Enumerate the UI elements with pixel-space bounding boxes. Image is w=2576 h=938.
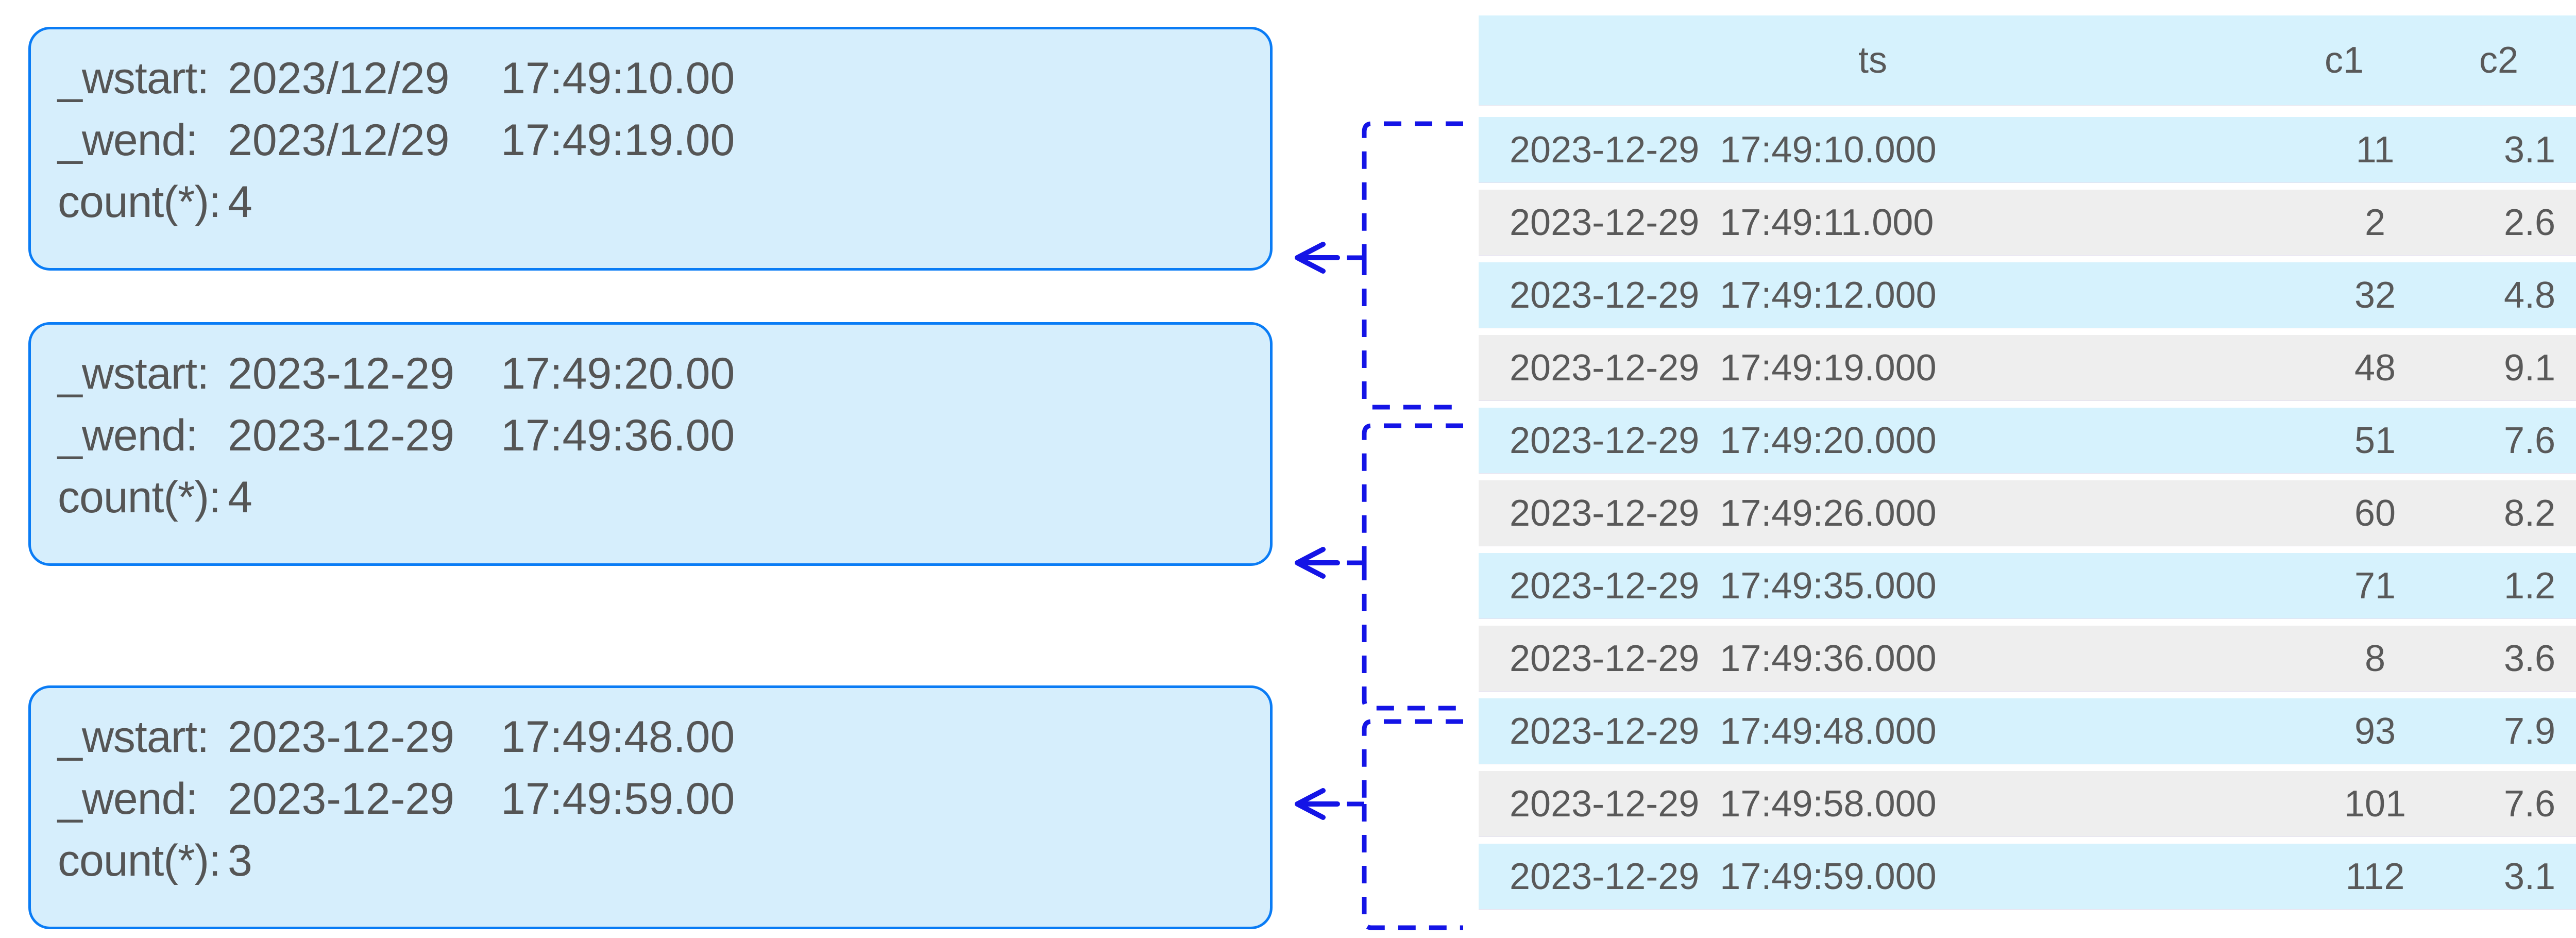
wstart-time: 17:49:10.00 (501, 53, 735, 103)
cell-ts: 2023-12-29 17:49:48.000 (1510, 710, 1937, 752)
wend-time: 17:49:36.00 (501, 410, 735, 460)
wend-row: _wend: 2023-12-29 17:49:59.00 (31, 777, 1270, 839)
cell-c2: 3.1 (2503, 129, 2556, 171)
wstart-time: 17:49:20.00 (501, 348, 735, 398)
cell-c1: 8 (2364, 638, 2386, 679)
table-row[interactable]: 2023-12-29 17:49:11.000 2 2.6 (1479, 190, 2576, 256)
wstart-label: _wstart: (58, 53, 209, 103)
wend-label: _wend: (58, 774, 198, 824)
table-row[interactable]: 2023-12-29 17:49:35.000 71 1.2 (1479, 553, 2576, 619)
count-label: count(*): (58, 472, 221, 522)
connector-bracket-1 (1295, 121, 1463, 410)
cell-c2: 7.6 (2503, 783, 2556, 825)
table-row[interactable]: 2023-12-29 17:49:59.000 112 3.1 (1479, 844, 2576, 910)
cell-ts: 2023-12-29 17:49:10.000 (1510, 129, 1937, 171)
wstart-time: 17:49:48.00 (501, 712, 735, 762)
wstart-row: _wstart: 2023-12-29 17:49:48.00 (31, 715, 1270, 777)
cell-c1: 48 (2354, 347, 2396, 389)
count-value: 4 (228, 177, 252, 227)
cell-ts: 2023-12-29 17:49:19.000 (1510, 347, 1937, 389)
cell-ts: 2023-12-29 17:49:36.000 (1510, 638, 1937, 679)
wend-time: 17:49:19.00 (501, 115, 735, 165)
cell-c2: 4.8 (2503, 274, 2556, 316)
cell-c2: 9.1 (2503, 347, 2556, 389)
wend-date: 2023/12/29 (228, 115, 450, 165)
cell-c2: 3.1 (2503, 856, 2556, 897)
wstart-label: _wstart: (58, 348, 209, 398)
wend-date: 2023-12-29 (228, 774, 454, 824)
left-arrow-icon (1295, 788, 1340, 820)
cell-ts: 2023-12-29 17:49:12.000 (1510, 274, 1937, 316)
connector-bracket-2 (1295, 423, 1463, 711)
cell-c2: 7.6 (2503, 420, 2556, 461)
wend-time: 17:49:59.00 (501, 774, 735, 824)
connector-bracket-3 (1295, 719, 1463, 930)
wend-row: _wend: 2023-12-29 17:49:36.00 (31, 413, 1270, 475)
left-arrow-icon (1295, 242, 1340, 274)
cell-c1: 51 (2354, 420, 2396, 461)
count-value: 4 (228, 472, 252, 522)
wend-label: _wend: (58, 115, 198, 165)
count-label: count(*): (58, 177, 221, 227)
count-row: count(*): 4 (31, 475, 1270, 537)
cell-c1: 93 (2354, 710, 2396, 752)
cell-c1: 11 (2355, 129, 2395, 171)
cell-c1: 112 (2345, 856, 2405, 897)
cell-c1: 2 (2364, 202, 2386, 243)
table-row[interactable]: 2023-12-29 17:49:20.000 51 7.6 (1479, 408, 2576, 474)
column-header-c1: c1 (2324, 40, 2364, 81)
connector-group (1295, 121, 1463, 930)
results-table: ts c1 c2 2023-12-29 17:49:10.000 11 3.1 … (1479, 15, 2576, 916)
cell-c1: 101 (2344, 783, 2406, 825)
cell-ts: 2023-12-29 17:49:11.000 (1510, 202, 1934, 243)
cell-c1: 32 (2354, 274, 2396, 316)
table-row[interactable]: 2023-12-29 17:49:36.000 8 3.6 (1479, 626, 2576, 692)
column-header-c2: c2 (2479, 40, 2519, 81)
wstart-date: 2023/12/29 (228, 53, 450, 103)
cell-c2: 3.6 (2503, 638, 2556, 679)
wstart-row: _wstart: 2023-12-29 17:49:20.00 (31, 351, 1270, 413)
count-label: count(*): (58, 835, 221, 885)
table-row[interactable]: 2023-12-29 17:49:48.000 93 7.9 (1479, 698, 2576, 764)
wstart-date: 2023-12-29 (228, 712, 454, 762)
wend-date: 2023-12-29 (228, 410, 454, 460)
cell-c2: 2.6 (2503, 202, 2556, 243)
cell-ts: 2023-12-29 17:49:58.000 (1510, 783, 1937, 825)
column-header-ts: ts (1858, 40, 1887, 81)
window-summary-card-3[interactable]: _wstart: 2023-12-29 17:49:48.00 _wend: 2… (28, 685, 1273, 929)
wstart-row: _wstart: 2023/12/29 17:49:10.00 (31, 56, 1270, 118)
cell-c1: 60 (2354, 492, 2396, 534)
count-row: count(*): 4 (31, 180, 1270, 242)
cell-ts: 2023-12-29 17:49:35.000 (1510, 565, 1937, 607)
wend-row: _wend: 2023/12/29 17:49:19.00 (31, 118, 1270, 180)
table-row[interactable]: 2023-12-29 17:49:10.000 11 3.1 (1479, 117, 2576, 183)
cell-ts: 2023-12-29 17:49:59.000 (1510, 856, 1937, 897)
left-arrow-icon (1295, 547, 1340, 579)
table-row[interactable]: 2023-12-29 17:49:12.000 32 4.8 (1479, 262, 2576, 328)
cell-c2: 1.2 (2503, 565, 2556, 607)
wstart-date: 2023-12-29 (228, 348, 454, 398)
table-row[interactable]: 2023-12-29 17:49:26.000 60 8.2 (1479, 480, 2576, 546)
table-row[interactable]: 2023-12-29 17:49:58.000 101 7.6 (1479, 771, 2576, 837)
table-row[interactable]: 2023-12-29 17:49:19.000 48 9.1 (1479, 335, 2576, 401)
cell-c2: 8.2 (2503, 492, 2556, 534)
cell-ts: 2023-12-29 17:49:20.000 (1510, 420, 1937, 461)
cell-c2: 7.9 (2503, 710, 2556, 752)
window-summary-card-2[interactable]: _wstart: 2023-12-29 17:49:20.00 _wend: 2… (28, 322, 1273, 566)
cell-ts: 2023-12-29 17:49:26.000 (1510, 492, 1937, 534)
table-header-row: ts c1 c2 (1479, 15, 2576, 106)
wend-label: _wend: (58, 410, 198, 460)
count-value: 3 (228, 835, 252, 885)
count-row: count(*): 3 (31, 839, 1270, 900)
wstart-label: _wstart: (58, 712, 209, 762)
cell-c1: 71 (2354, 565, 2396, 607)
window-summary-card-1[interactable]: _wstart: 2023/12/29 17:49:10.00 _wend: 2… (28, 27, 1273, 271)
